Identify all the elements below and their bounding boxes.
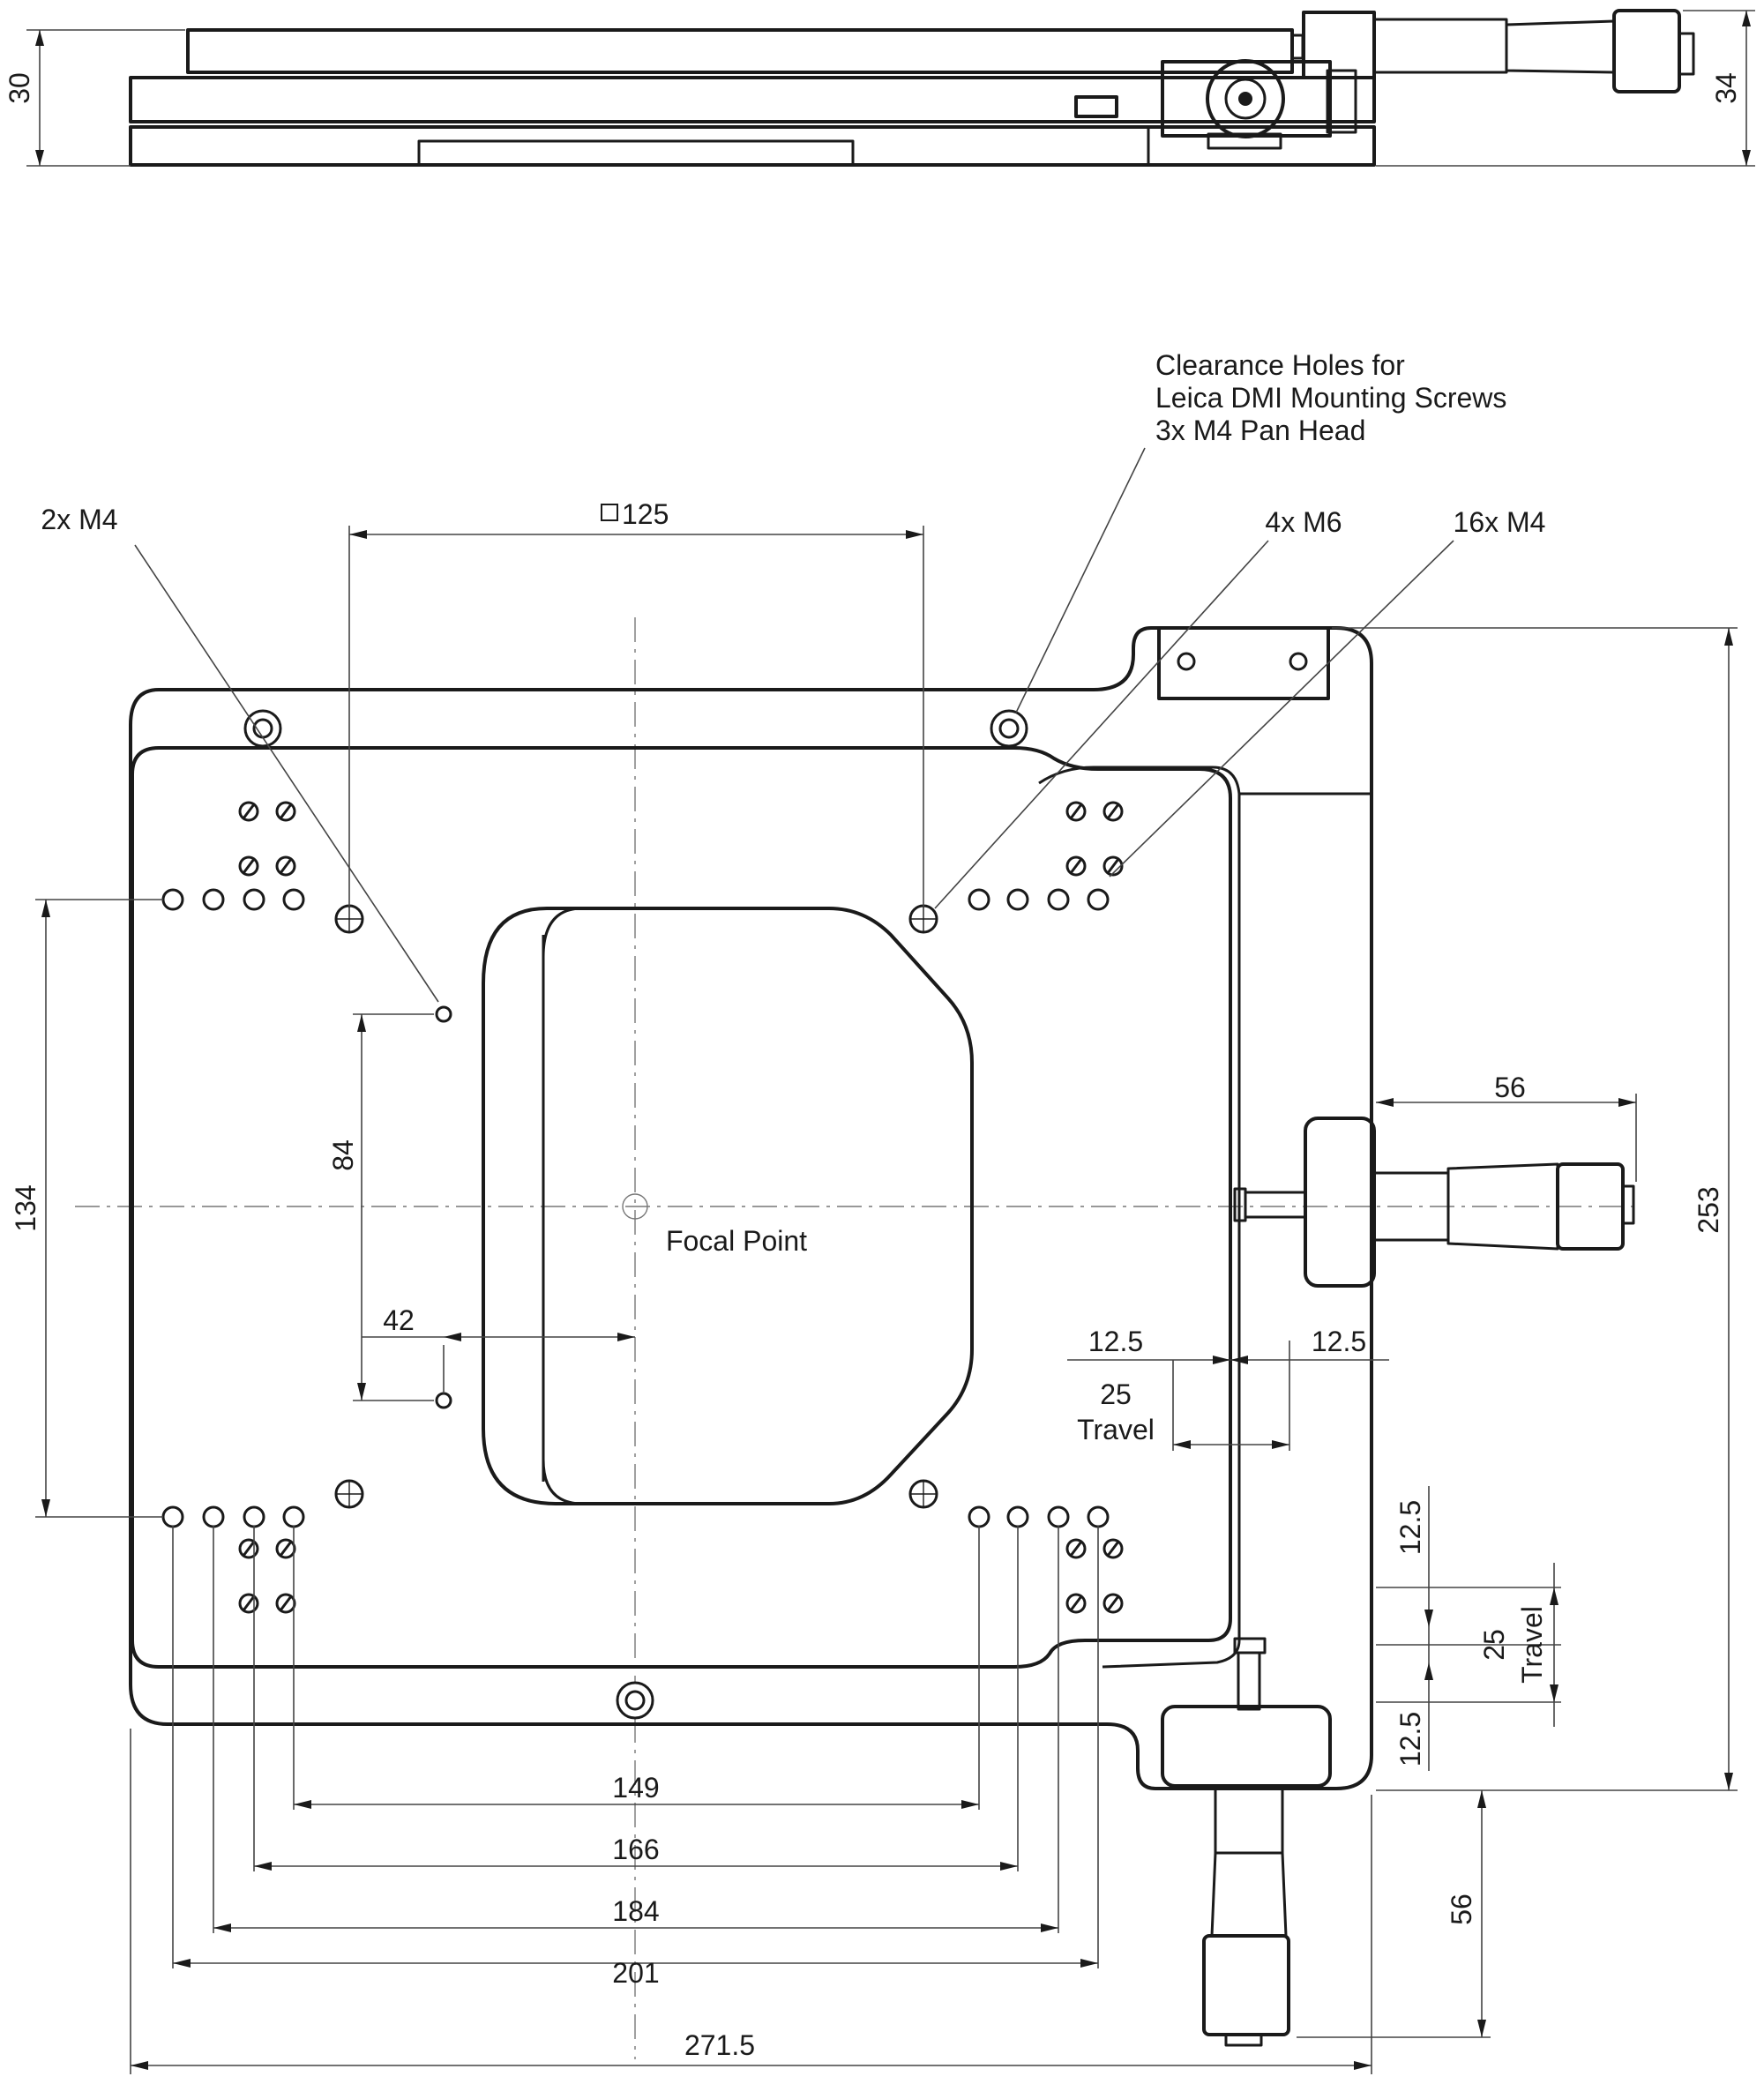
- y-micrometer[interactable]: [1161, 1637, 1332, 2047]
- dim-x-travel-left-label: 12.5: [1088, 1326, 1143, 1357]
- dim-42-label: 42: [383, 1304, 415, 1336]
- m6-4x-callout: 4x M6: [1265, 506, 1342, 538]
- dim-56-x-label: 56: [1494, 1072, 1526, 1103]
- dimensions: 134 84 42 56 253 12.: [10, 627, 1738, 2074]
- side-middle-plate: [129, 76, 1376, 123]
- side-micrometer-sleeve: [1372, 18, 1508, 74]
- dim-271-5-label: 271.5: [684, 2029, 755, 2061]
- dim-y-travel-total-label: 25: [1478, 1629, 1510, 1661]
- central-aperture: [482, 907, 974, 1505]
- dim-56-y-label: 56: [1446, 1894, 1477, 1925]
- slotted-screws: [238, 801, 1124, 1614]
- side-top-plate: [186, 28, 1294, 74]
- clearance-holes-line2: Leica DMI Mounting Screws: [1155, 382, 1506, 414]
- side-adjuster-bracket: [1302, 11, 1376, 79]
- x-micrometer[interactable]: [1233, 1117, 1635, 1288]
- side-base-plate: [129, 125, 1376, 167]
- dim-184-label: 184: [612, 1895, 659, 1927]
- clearance-holes-line1: Clearance Holes for: [1155, 349, 1405, 381]
- top-plate-outline: [131, 746, 1232, 1669]
- side-micrometer-thimble: [1612, 9, 1681, 93]
- dim-x-travel-word: Travel: [1077, 1414, 1155, 1445]
- dim-y-travel-top-label: 12.5: [1394, 1500, 1426, 1555]
- x-knob[interactable]: [1304, 1117, 1376, 1288]
- dim-84-label: 84: [327, 1139, 359, 1171]
- dim-x-travel-right-label: 12.5: [1312, 1326, 1366, 1357]
- dim-y-travel-word: Travel: [1516, 1606, 1548, 1684]
- side-view: 30 34: [4, 9, 1755, 167]
- y-carriage-outline: [1038, 766, 1372, 796]
- focal-point-label: Focal Point: [666, 1225, 807, 1257]
- dim-134-label: 134: [10, 1184, 41, 1231]
- dim-201-label: 201: [612, 1957, 659, 1989]
- square-symbol: [601, 504, 618, 521]
- dim-y-travel-bottom-label: 12.5: [1394, 1712, 1426, 1767]
- y-thimble[interactable]: [1202, 1934, 1290, 2036]
- m4-16x-callout: 16x M4: [1454, 506, 1546, 538]
- m4-2x-callout: 2x M4: [41, 504, 117, 535]
- side-knob: [1206, 59, 1285, 138]
- square-125-label: 125: [622, 498, 669, 530]
- focal-point-mark: [622, 1193, 648, 1220]
- side-key-block: [1074, 95, 1118, 118]
- base-plate-outline: [129, 626, 1373, 1790]
- m4-holes: [161, 888, 1110, 1528]
- callouts: Clearance Holes for Leica DMI Mounting S…: [41, 349, 1546, 1003]
- dim-149-label: 149: [612, 1772, 659, 1804]
- top-view: Focal Point: [75, 617, 1641, 2059]
- dim-166-label: 166: [612, 1834, 659, 1865]
- side-base-recess: [417, 139, 855, 167]
- y-knob[interactable]: [1161, 1705, 1332, 1788]
- side-height-right-label: 34: [1710, 72, 1742, 104]
- dim-x-travel-total-label: 25: [1100, 1378, 1132, 1410]
- clearance-holes-line3: 3x M4 Pan Head: [1155, 415, 1365, 446]
- dim-253-label: 253: [1693, 1186, 1724, 1233]
- side-height-left-label: 30: [4, 72, 35, 104]
- leica-clearance-holes: [243, 709, 1028, 1720]
